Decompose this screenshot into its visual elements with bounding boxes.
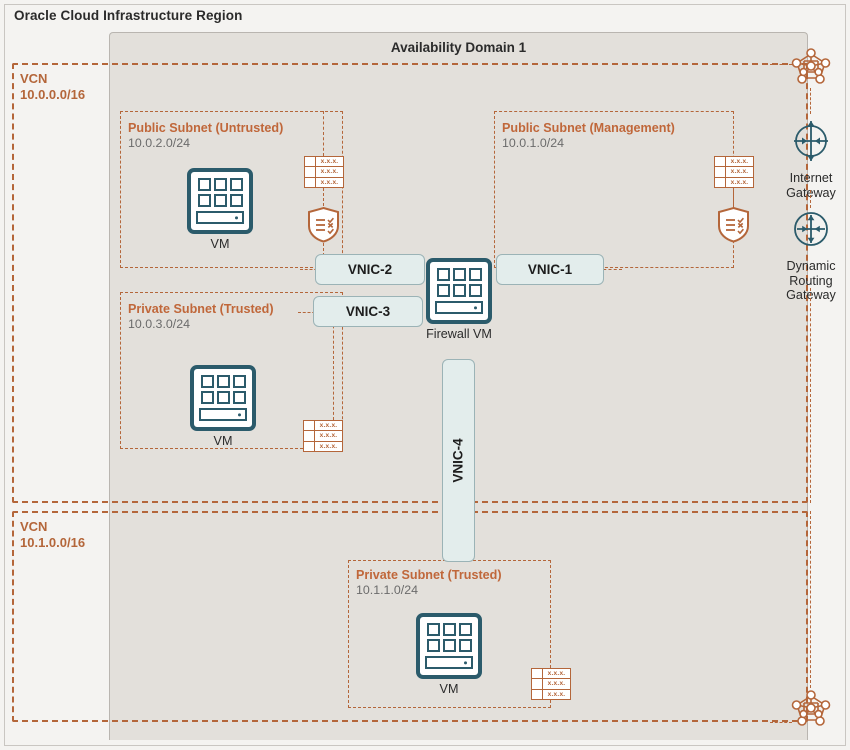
route-table-row-value: x.x.x. xyxy=(320,158,339,166)
vm-icon-grid xyxy=(197,178,243,207)
firewall-vm: Firewall VM xyxy=(426,258,496,341)
subnet-cidr: 10.0.1.0/24 xyxy=(502,136,565,150)
connector-vnic3-subnet xyxy=(298,312,320,313)
subnet-name: Private Subnet (Trusted) xyxy=(356,568,502,582)
vnic-4-label: VNIC-4 xyxy=(451,438,467,483)
vcn-2-boundary xyxy=(12,511,808,722)
vcn-2-cidr: 10.1.0.0/16 xyxy=(20,534,86,550)
subnet-name: Public Subnet (Management) xyxy=(502,121,675,135)
route-table-row-value: x.x.x. xyxy=(547,680,566,688)
region-title: Oracle Cloud Infrastructure Region xyxy=(14,8,243,23)
vm-icon-grid xyxy=(200,375,246,404)
vcn-1-label: VCN 10.0.0.0/16 xyxy=(20,71,85,102)
dynamic-routing-gateway[interactable]: Dynamic Routing Gateway xyxy=(769,206,850,303)
drg-label-line2: Routing xyxy=(789,273,833,288)
vm-icon-grid xyxy=(426,623,472,652)
connector-vcn2-mesh xyxy=(770,722,792,723)
vcn-1-boundary xyxy=(12,63,808,503)
internet-gateway-label-line1: Internet xyxy=(789,171,833,185)
route-table-row-value: x.x.x. xyxy=(319,432,338,440)
connector-vcn1-mesh xyxy=(770,64,792,65)
network-mesh-icon xyxy=(789,46,833,86)
subnet-name: Private Subnet (Trusted) xyxy=(128,302,274,316)
vm-untrusted: VM xyxy=(187,168,253,251)
route-table-row-value: x.x.x. xyxy=(730,168,749,176)
vnic-3[interactable]: VNIC-3 xyxy=(313,296,423,327)
vm-icon xyxy=(416,613,482,679)
security-list-shield-icon xyxy=(307,206,340,243)
subnet-private-trusted-a-boundary xyxy=(120,292,343,449)
subnet-private-trusted-b-label: Private Subnet (Trusted) 10.1.1.0/24 xyxy=(356,568,502,598)
subnet-name: Public Subnet (Untrusted) xyxy=(128,121,284,135)
network-mesh-icon xyxy=(789,688,833,728)
firewall-vm-label: Firewall VM xyxy=(426,327,492,341)
vcn-2-name: VCN xyxy=(20,519,48,534)
dynamic-routing-gateway-label: Dynamic Routing Gateway xyxy=(769,259,850,303)
route-table-row-value: x.x.x. xyxy=(547,690,566,698)
vm-icon-bar xyxy=(196,211,244,224)
route-table-icon: x.x.x. x.x.x. x.x.x. xyxy=(714,156,754,188)
vcn-1-cidr: 10.0.0.0/16 xyxy=(20,86,86,102)
vnic-1[interactable]: VNIC-1 xyxy=(496,254,604,285)
dynamic-routing-gateway-icon xyxy=(794,212,828,246)
subnet-public-untrusted-boundary xyxy=(120,111,343,268)
availability-domain-title: Availability Domain 1 xyxy=(390,40,527,55)
vcn-1-name: VCN xyxy=(20,71,48,86)
subnet-cidr: 10.0.2.0/24 xyxy=(128,136,191,150)
route-table-row-value: x.x.x. xyxy=(730,158,749,166)
vnic-4[interactable]: VNIC-4 xyxy=(442,359,475,562)
subnet-public-management-label: Public Subnet (Management) 10.0.1.0/24 xyxy=(502,121,675,151)
route-table-row-value: x.x.x. xyxy=(320,178,339,186)
route-table-row-value: x.x.x. xyxy=(319,442,338,450)
route-table-icon: x.x.x. x.x.x. x.x.x. xyxy=(304,156,344,188)
vm-label: VM xyxy=(210,237,230,251)
route-table-row-value: x.x.x. xyxy=(320,168,339,176)
vm-icon-bar xyxy=(199,408,247,421)
drg-label-line1: Dynamic xyxy=(786,259,836,273)
vm-label: VM xyxy=(213,434,233,448)
vcn-2-label: VCN 10.1.0.0/16 xyxy=(20,519,85,550)
route-table-row-value: x.x.x. xyxy=(730,178,749,186)
route-table-icon: x.x.x. x.x.x. x.x.x. xyxy=(531,668,571,700)
security-list-shield-icon xyxy=(717,206,750,243)
internet-gateway[interactable]: Internet Gateway xyxy=(769,118,850,200)
vm-trusted-a: VM xyxy=(190,365,256,448)
vm-icon-bar xyxy=(425,656,473,669)
vnic-2[interactable]: VNIC-2 xyxy=(315,254,425,285)
vm-label: VM xyxy=(439,682,459,696)
route-table-row-value: x.x.x. xyxy=(547,670,566,678)
subnet-private-trusted-a-label: Private Subnet (Trusted) 10.0.3.0/24 xyxy=(128,302,274,332)
internet-gateway-icon xyxy=(794,121,828,161)
connector-drg-vcn1 xyxy=(810,288,811,503)
route-table-icon: x.x.x. x.x.x. x.x.x. xyxy=(303,420,343,452)
connector-untrusted-mid xyxy=(323,188,324,206)
connector-untrusted-bottom xyxy=(323,243,324,261)
route-table-row-value: x.x.x. xyxy=(319,422,338,430)
connector-mesh-igw xyxy=(810,88,811,114)
subnet-cidr: 10.0.3.0/24 xyxy=(128,317,191,331)
vm-icon-grid xyxy=(436,268,482,297)
subnet-cidr: 10.1.1.0/24 xyxy=(356,583,419,597)
connector-drg-vcn2 xyxy=(810,511,811,688)
vm-icon xyxy=(426,258,492,324)
connector-trusted-a xyxy=(333,300,334,420)
vm-icon-bar xyxy=(435,301,483,314)
subnet-public-untrusted-label: Public Subnet (Untrusted) 10.0.2.0/24 xyxy=(128,121,283,151)
connector-vnic1-subnet xyxy=(598,269,622,270)
vm-icon xyxy=(190,365,256,431)
connector-igw-drg xyxy=(810,190,811,208)
connector-vnic2-subnet xyxy=(300,269,322,270)
connector-untrusted-top xyxy=(323,111,324,156)
vm-trusted-b: VM xyxy=(416,613,482,696)
connector-management-mid xyxy=(733,188,734,206)
vm-icon xyxy=(187,168,253,234)
